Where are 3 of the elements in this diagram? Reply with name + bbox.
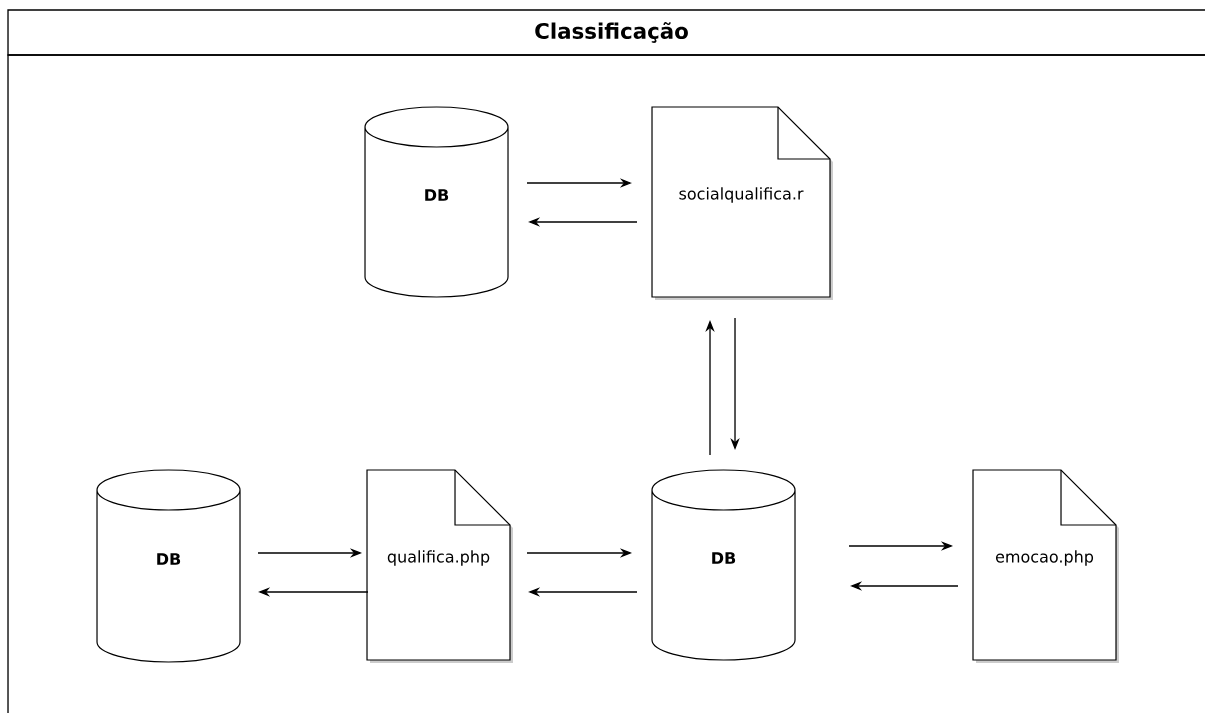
database-cylinder: DB bbox=[651, 469, 796, 661]
database-cylinder: DB bbox=[96, 469, 241, 663]
database-cylinder: DB bbox=[364, 106, 509, 298]
